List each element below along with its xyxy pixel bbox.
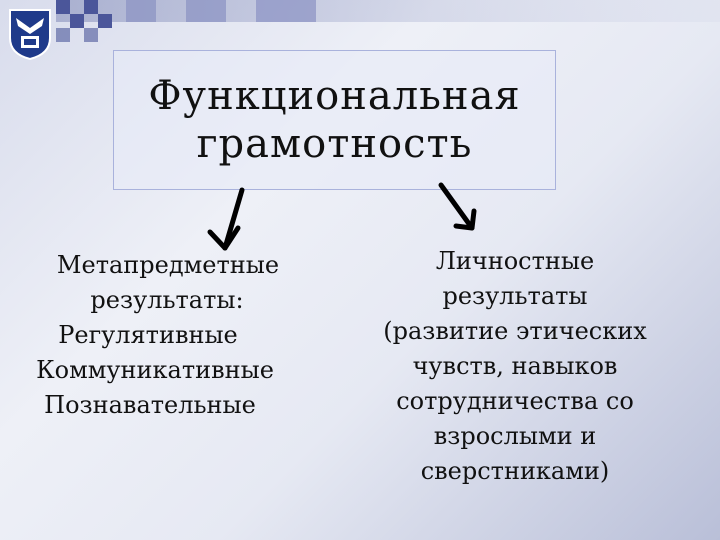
arrow-right	[438, 182, 477, 231]
title-box: Функциональная грамотность	[113, 50, 556, 190]
right-line-4: чувств, навыков	[412, 352, 618, 380]
right-line-6: взрослыми и	[433, 422, 597, 450]
emblem-logo	[9, 9, 51, 60]
arrow-left	[207, 187, 245, 251]
right-line-2: результаты	[442, 282, 588, 310]
right-line-1: Личностные	[435, 247, 595, 275]
left-line-1: Метапредметные	[56, 251, 280, 279]
right-line-5: сотрудничества со	[396, 387, 634, 415]
decorative-checker-pattern	[56, 0, 720, 42]
left-line-5: Познавательные	[44, 391, 256, 419]
personal-results: Личностные результаты (развитие этически…	[350, 244, 680, 489]
left-line-4: Коммуникативные	[36, 356, 274, 384]
left-line-2: результаты:	[90, 286, 244, 314]
title-line-2: грамотность	[196, 121, 473, 167]
title-line-1: Функциональная	[148, 73, 521, 119]
metasubject-results: Метапредметные результаты: Регулятивные …	[0, 248, 310, 423]
right-line-7: сверстниками)	[420, 457, 610, 485]
right-line-3: (развитие этических	[383, 317, 647, 345]
left-line-3: Регулятивные	[58, 321, 238, 349]
